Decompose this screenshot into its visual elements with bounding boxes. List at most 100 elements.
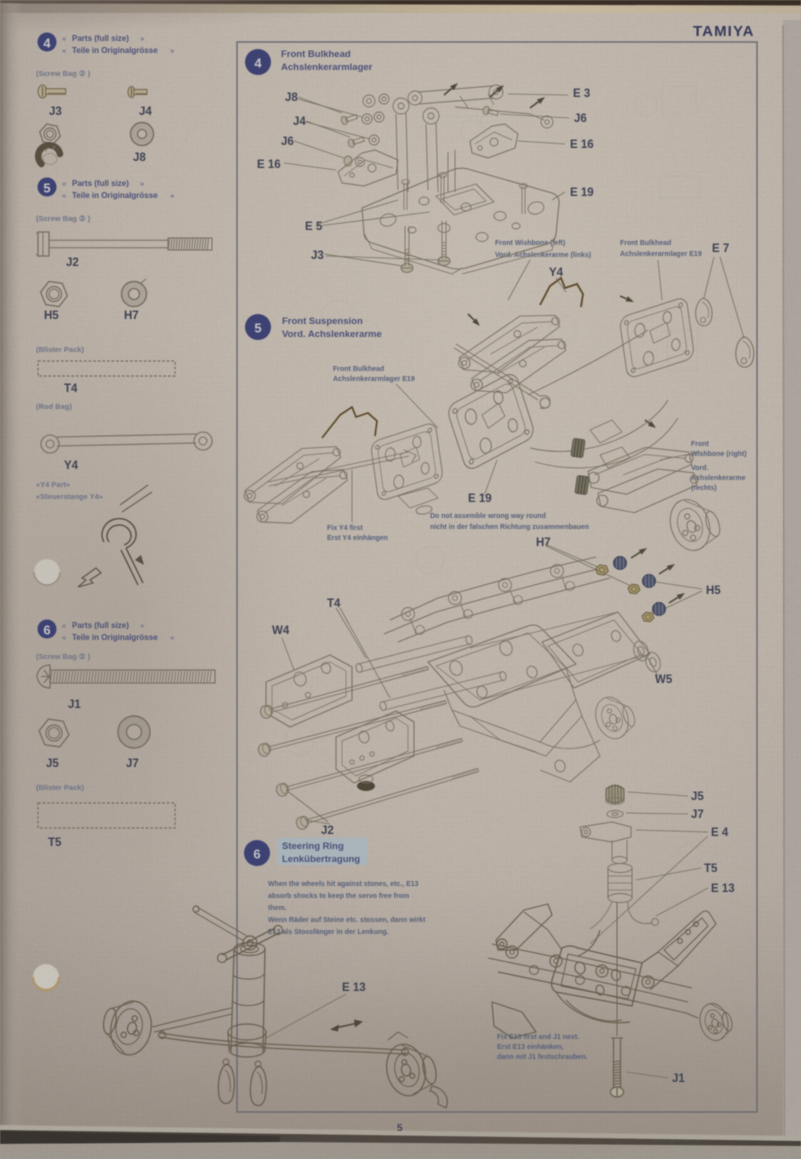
svg-text:E 13: E 13 [342, 982, 366, 994]
svg-text:»: » [138, 34, 144, 43]
svg-text:H7: H7 [124, 310, 139, 322]
svg-text:Front Bulkhead: Front Bulkhead [333, 366, 384, 373]
svg-text:J3: J3 [49, 106, 62, 118]
svg-text:»: » [138, 179, 144, 188]
svg-text:E 19: E 19 [570, 187, 594, 199]
svg-text:Parts (full size): Parts (full size) [72, 179, 129, 188]
svg-text:J6: J6 [574, 113, 587, 125]
svg-text:J2: J2 [321, 825, 334, 837]
svg-text:Vord. Achslenkerarme (links): Vord. Achslenkerarme (links) [495, 252, 591, 259]
svg-text:Front Bulkhead: Front Bulkhead [620, 240, 671, 247]
svg-text:Achslenkerarmlager E19: Achslenkerarmlager E19 [620, 251, 702, 258]
svg-text:«Steuerstange Y4»: «Steuerstange Y4» [36, 492, 103, 501]
svg-text:5: 5 [43, 181, 50, 196]
svg-text:J5: J5 [46, 758, 59, 770]
svg-text:Teile in Originalgrösse: Teile in Originalgrösse [72, 191, 158, 200]
svg-text:Teile in Originalgrösse: Teile in Originalgrösse [72, 46, 158, 55]
svg-text:«: « [62, 179, 68, 188]
svg-text:Lenkübertragung: Lenkübertragung [282, 854, 360, 865]
svg-text:(Screw Bag ② ): (Screw Bag ② ) [36, 652, 91, 661]
svg-text:Front Bulkhead: Front Bulkhead [281, 49, 351, 60]
svg-text:Vord.: Vord. [691, 465, 708, 472]
svg-text:J8: J8 [133, 152, 146, 164]
svg-text:T5: T5 [704, 863, 718, 875]
svg-text:Achslenkerarme: Achslenkerarme [691, 475, 746, 482]
svg-text:(Rod Bag): (Rod Bag) [36, 402, 72, 411]
svg-text:(Screw Bag ② ): (Screw Bag ② ) [36, 69, 91, 78]
svg-text:4: 4 [254, 56, 262, 71]
svg-text:J7: J7 [126, 758, 139, 770]
svg-text:5: 5 [397, 1123, 403, 1134]
svg-text:J4: J4 [293, 116, 306, 128]
svg-text:«: « [62, 34, 68, 43]
svg-text:E 7: E 7 [712, 243, 729, 255]
svg-text:E 4: E 4 [711, 827, 729, 839]
svg-text:Steering Ring: Steering Ring [282, 841, 344, 852]
svg-text:»: » [138, 621, 144, 630]
svg-text:»: » [168, 46, 174, 55]
svg-text:W4: W4 [272, 625, 290, 637]
svg-text:H5: H5 [706, 585, 721, 597]
svg-text:Do not assemble wrong way roun: Do not assemble wrong way round [430, 513, 546, 520]
svg-text:T5: T5 [48, 837, 62, 849]
svg-text:(Blister Pack): (Blister Pack) [36, 345, 84, 354]
svg-text:W5: W5 [655, 674, 673, 686]
svg-text:J4: J4 [139, 106, 152, 118]
svg-text:E 13: E 13 [711, 883, 735, 895]
svg-text:When the wheels hit against st: When the wheels hit against stones, etc.… [268, 881, 419, 888]
svg-text:Teile in Originalgrösse: Teile in Originalgrösse [72, 633, 158, 642]
svg-text:4: 4 [43, 36, 51, 51]
svg-text:(Blister Pack): (Blister Pack) [36, 783, 84, 792]
svg-text:»: » [168, 633, 174, 642]
svg-text:(rechts): (rechts) [691, 485, 717, 492]
svg-text:Parts (full size): Parts (full size) [72, 34, 129, 43]
svg-text:Front Wishbone (left): Front Wishbone (left) [495, 240, 565, 247]
svg-text:J1: J1 [68, 699, 81, 711]
svg-text:J6: J6 [281, 136, 294, 148]
svg-text:J3: J3 [311, 250, 324, 262]
svg-text:E 16: E 16 [570, 139, 594, 151]
svg-text:»: » [168, 191, 174, 200]
svg-text:Front: Front [691, 441, 710, 448]
svg-text:E13 als Stossfänger in der Len: E13 als Stossfänger in der Lenkung. [268, 929, 389, 936]
svg-text:E 16: E 16 [257, 159, 281, 171]
svg-text:nicht in der falschen Richtung: nicht in der falschen Richtung zusammenb… [430, 524, 589, 531]
svg-text:(Screw Bag ② ): (Screw Bag ② ) [36, 214, 91, 223]
svg-text:5: 5 [254, 321, 261, 336]
svg-text:them.: them. [268, 905, 287, 912]
svg-text:Vord. Achslenkerarme: Vord. Achslenkerarme [282, 329, 382, 340]
svg-text:J8: J8 [285, 92, 298, 104]
svg-text:«: « [62, 46, 68, 55]
svg-text:E 19: E 19 [468, 493, 492, 505]
svg-text:E 3: E 3 [573, 88, 590, 100]
svg-text:«: « [62, 191, 68, 200]
svg-text:Erst Y4 einhängen: Erst Y4 einhängen [327, 535, 388, 542]
svg-text:J7: J7 [691, 809, 704, 821]
svg-text:Parts (full size): Parts (full size) [72, 621, 129, 630]
svg-text:«Y4 Part»: «Y4 Part» [36, 480, 70, 489]
svg-text:Y4: Y4 [549, 267, 564, 279]
svg-text:Front Suspension: Front Suspension [282, 316, 363, 327]
svg-text:TAMIYA: TAMIYA [693, 23, 755, 40]
svg-text:«: « [62, 621, 68, 630]
svg-text:Fix E13 first and J1 next.: Fix E13 first and J1 next. [497, 1034, 579, 1041]
svg-text:J1: J1 [672, 1073, 685, 1085]
svg-text:J5: J5 [691, 791, 704, 803]
svg-text:Y4: Y4 [64, 460, 79, 472]
svg-text:Achslenkerarmlager: Achslenkerarmlager [281, 62, 373, 73]
svg-text:absorb shocks to keep the serv: absorb shocks to keep the servo free fro… [268, 893, 409, 900]
svg-text:Achslenkerarmlager E19: Achslenkerarmlager E19 [333, 376, 415, 383]
svg-text:dann mit J1 festschrauben.: dann mit J1 festschrauben. [497, 1054, 588, 1061]
svg-text:«: « [62, 633, 68, 642]
svg-text:T4: T4 [64, 383, 78, 395]
svg-text:H5: H5 [44, 310, 59, 322]
svg-text:Fix Y4 first: Fix Y4 first [327, 525, 363, 532]
svg-text:Wenn Räder auf Steine etc. sto: Wenn Räder auf Steine etc. stossen, dann… [268, 917, 426, 924]
svg-text:6: 6 [253, 847, 260, 862]
svg-text:Erst E13 einhänken,: Erst E13 einhänken, [497, 1044, 564, 1051]
svg-text:Wishbone (right): Wishbone (right) [691, 451, 747, 458]
svg-text:E 5: E 5 [305, 221, 323, 233]
svg-text:H7: H7 [536, 537, 551, 549]
svg-text:T4: T4 [327, 598, 341, 610]
svg-text:J2: J2 [66, 257, 79, 269]
